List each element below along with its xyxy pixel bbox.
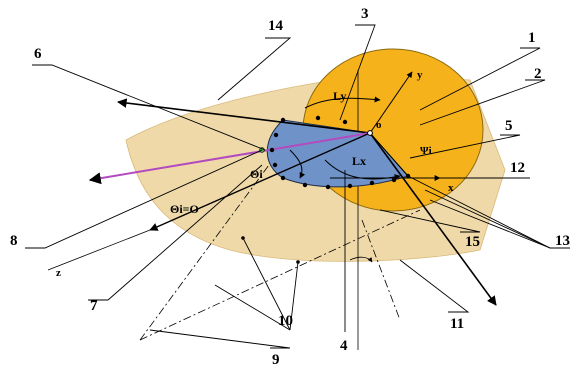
label-10: 10 [278,313,293,329]
label-8: 8 [10,233,18,249]
axis-dashdot-9b [139,209,421,341]
axis-dashdot-9a [139,149,281,341]
label-6: 6 [34,46,42,62]
leader-lines [25,24,570,349]
symbol-theta-i: Θi [250,167,263,181]
axis-z-label: z [56,267,61,279]
rotation-arc [349,256,373,263]
label-12: 12 [510,160,525,176]
label-4: 4 [340,338,348,354]
label-1: 1 [528,30,536,46]
label-15: 15 [465,234,480,250]
label-2: 2 [534,66,542,82]
symbol-psi: Ψi [420,145,432,157]
arc-lx [324,159,401,180]
ray-z-axis [149,132,371,231]
label-13: 13 [555,233,570,249]
ray-to-x-node [369,132,409,177]
ray-to-bottom-right [369,132,497,306]
label-11: 11 [450,316,464,332]
symbol-lx: Lx [352,154,366,168]
ray-to-top-left [117,98,371,134]
label-3: 3 [361,6,369,22]
symbol-ly: Ly [333,89,346,103]
axis-z-ext [47,229,151,271]
axis-y [369,71,413,134]
label-7: 7 [90,298,98,314]
axis-y-label: y [417,69,423,81]
axis-dashdot-11 [361,219,401,321]
symbol-theta-zero: Θi=O [170,202,199,216]
ray-purple-6 [88,132,371,185]
label-9: 9 [272,352,280,368]
label-5: 5 [505,118,513,134]
axis-x-label: x [448,182,454,194]
arc-ly [304,96,381,109]
label-14: 14 [268,18,284,34]
symbol-o: o [376,119,382,131]
arc-theta [289,149,306,179]
